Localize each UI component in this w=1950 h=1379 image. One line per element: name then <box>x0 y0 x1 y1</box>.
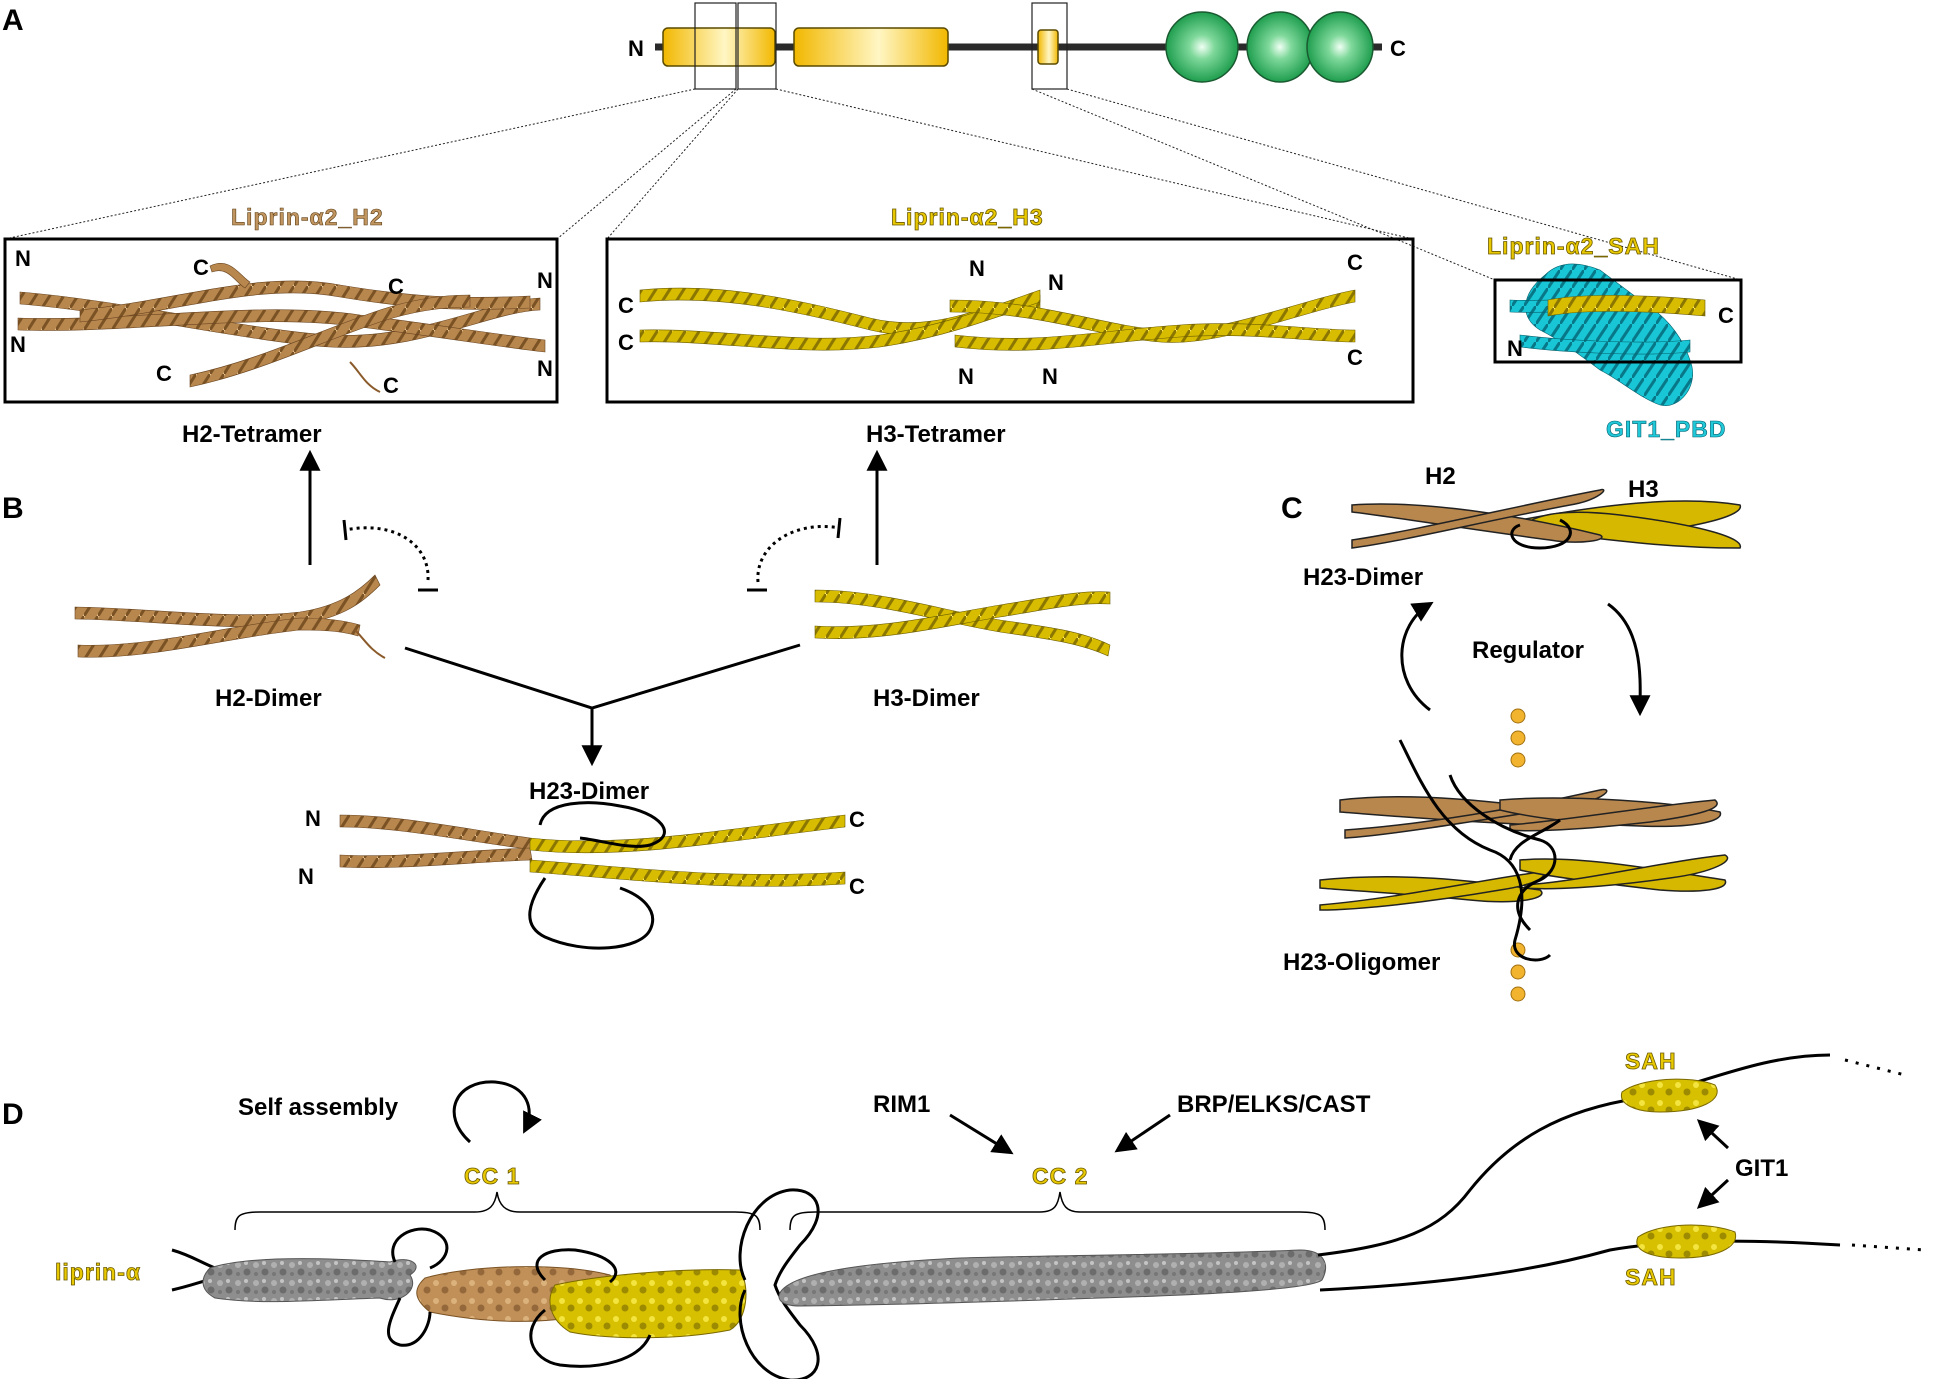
git1-label: GIT1_PBD <box>1606 416 1726 442</box>
c-dots <box>1510 708 1526 1002</box>
rim1-label: RIM1 <box>873 1091 930 1118</box>
sah-title: Liprin-α2_SAH <box>1487 233 1660 259</box>
c-arrow-down <box>1607 602 1651 717</box>
sah-term-n: N <box>1507 336 1523 361</box>
h23-term-c1: C <box>849 807 865 832</box>
panel-label-b: B <box>2 492 24 525</box>
panel-label-d: D <box>2 1098 24 1131</box>
cc2-brace <box>789 1191 1326 1231</box>
h3-tetramer-structure <box>639 287 1356 351</box>
inhibit-bar-h2 <box>342 519 348 541</box>
c-h23-dimer-label: H23-Dimer <box>1303 564 1423 591</box>
c-h23-oligomer-label: H23-Oligomer <box>1283 949 1440 976</box>
merge-lines <box>404 643 801 710</box>
h3-term-7: C <box>1347 250 1363 275</box>
regulator-label: Regulator <box>1472 637 1584 664</box>
h3-term-2: C <box>618 330 634 355</box>
self-assembly-arrow <box>452 1080 542 1144</box>
sah-surface-top <box>1620 1078 1718 1113</box>
rim1-arrow <box>949 1113 1014 1155</box>
h2-title: Liprin-α2_H2 <box>231 204 384 230</box>
h2-term-7: C <box>388 274 404 299</box>
h23-term-n1: N <box>305 806 321 831</box>
h3-term-6: N <box>1042 364 1058 389</box>
panel-label-c: C <box>1281 492 1303 525</box>
h3-term-5: N <box>958 364 974 389</box>
h2-dimer-structure <box>74 574 386 659</box>
domain-bar: N C <box>628 2 1406 90</box>
sah-surface-bottom <box>1636 1224 1737 1259</box>
n-terminus: N <box>628 36 644 61</box>
brp-label: BRP/ELKS/CAST <box>1177 1091 1371 1118</box>
git1-arrow-down <box>1696 1178 1730 1209</box>
h2-dimer-label: H2-Dimer <box>215 685 322 712</box>
h2-term-6: N <box>537 356 553 381</box>
self-assembly-label: Self assembly <box>238 1094 399 1121</box>
h23-term-n2: N <box>298 864 314 889</box>
brp-arrow <box>1114 1113 1171 1153</box>
sah-git1-structure <box>1509 263 1706 406</box>
tail-lower <box>1319 1239 1841 1292</box>
h23-dimer-label-b: H23-Dimer <box>529 778 649 805</box>
c-h3-label: H3 <box>1628 476 1659 503</box>
inhibit-arc-h3 <box>756 525 841 583</box>
tail-upper-dots <box>1844 1058 1906 1077</box>
h23-term-c2: C <box>849 874 865 899</box>
zoom-box-h2 <box>694 2 737 90</box>
sah-term-c: C <box>1718 303 1734 328</box>
tail-upper <box>1317 1053 1831 1257</box>
sam-domain-3 <box>1306 11 1374 83</box>
h3-tetramer-box <box>605 237 1415 404</box>
h2-term-2: N <box>10 332 26 357</box>
git1-label-d: GIT1 <box>1735 1155 1788 1182</box>
h2-term-4: C <box>156 361 172 386</box>
sam-domain-2 <box>1246 11 1314 83</box>
h3-title: Liprin-α2_H3 <box>891 204 1044 230</box>
zoom-box-sah <box>1031 2 1068 90</box>
cc1-label: CC 1 <box>464 1163 520 1189</box>
sah-box <box>1493 278 1743 364</box>
h2-term-8: C <box>383 373 399 398</box>
inhibit-arc-h2 <box>344 526 430 581</box>
cc2-surface <box>778 1249 1326 1307</box>
h3-term-8: C <box>1347 345 1363 370</box>
domain-cc1b <box>793 27 949 67</box>
h3-dimer-structure <box>814 589 1111 657</box>
c-arrow-up <box>1400 601 1434 712</box>
cc1-surface <box>202 1227 747 1368</box>
sam-domain-1 <box>1165 11 1239 83</box>
inhibit-bar-h3 <box>836 517 842 539</box>
liprin-label: liprin-α <box>55 1259 141 1285</box>
panel-label-a: A <box>2 4 24 37</box>
c-h23-oligomer-shape <box>1319 739 1729 962</box>
h2-term-5: N <box>537 268 553 293</box>
h3-dimer-label: H3-Dimer <box>873 685 980 712</box>
git1-arrow-up <box>1696 1119 1730 1150</box>
sah-top-label: SAH <box>1625 1048 1677 1074</box>
h2-tetramer-box <box>3 237 559 404</box>
h2-term-3: C <box>193 255 209 280</box>
c-h2-label: H2 <box>1425 463 1456 490</box>
hinge-loop <box>738 1188 820 1379</box>
domain-sah <box>1037 29 1059 65</box>
h2-term-1: N <box>15 246 31 271</box>
h23-dimer-structure <box>339 801 846 950</box>
h2-tetramer-caption: H2-Tetramer <box>182 421 322 448</box>
cc1-brace <box>234 1191 761 1231</box>
c-terminus: C <box>1390 36 1406 61</box>
cc2-label: CC 2 <box>1032 1163 1088 1189</box>
zoom-box-h3 <box>737 2 777 90</box>
h3-term-4: N <box>1048 270 1064 295</box>
domain-cc1a <box>662 27 776 67</box>
tail-lower-dots <box>1851 1243 1926 1252</box>
zoom-lines <box>4 88 1742 281</box>
h2-tetramer-structure <box>17 263 546 393</box>
c-h23-dimer-shape <box>1351 488 1741 550</box>
h3-term-1: C <box>618 293 634 318</box>
h3-tetramer-caption: H3-Tetramer <box>866 421 1006 448</box>
sah-bottom-label: SAH <box>1625 1264 1677 1290</box>
h3-term-3: N <box>969 256 985 281</box>
